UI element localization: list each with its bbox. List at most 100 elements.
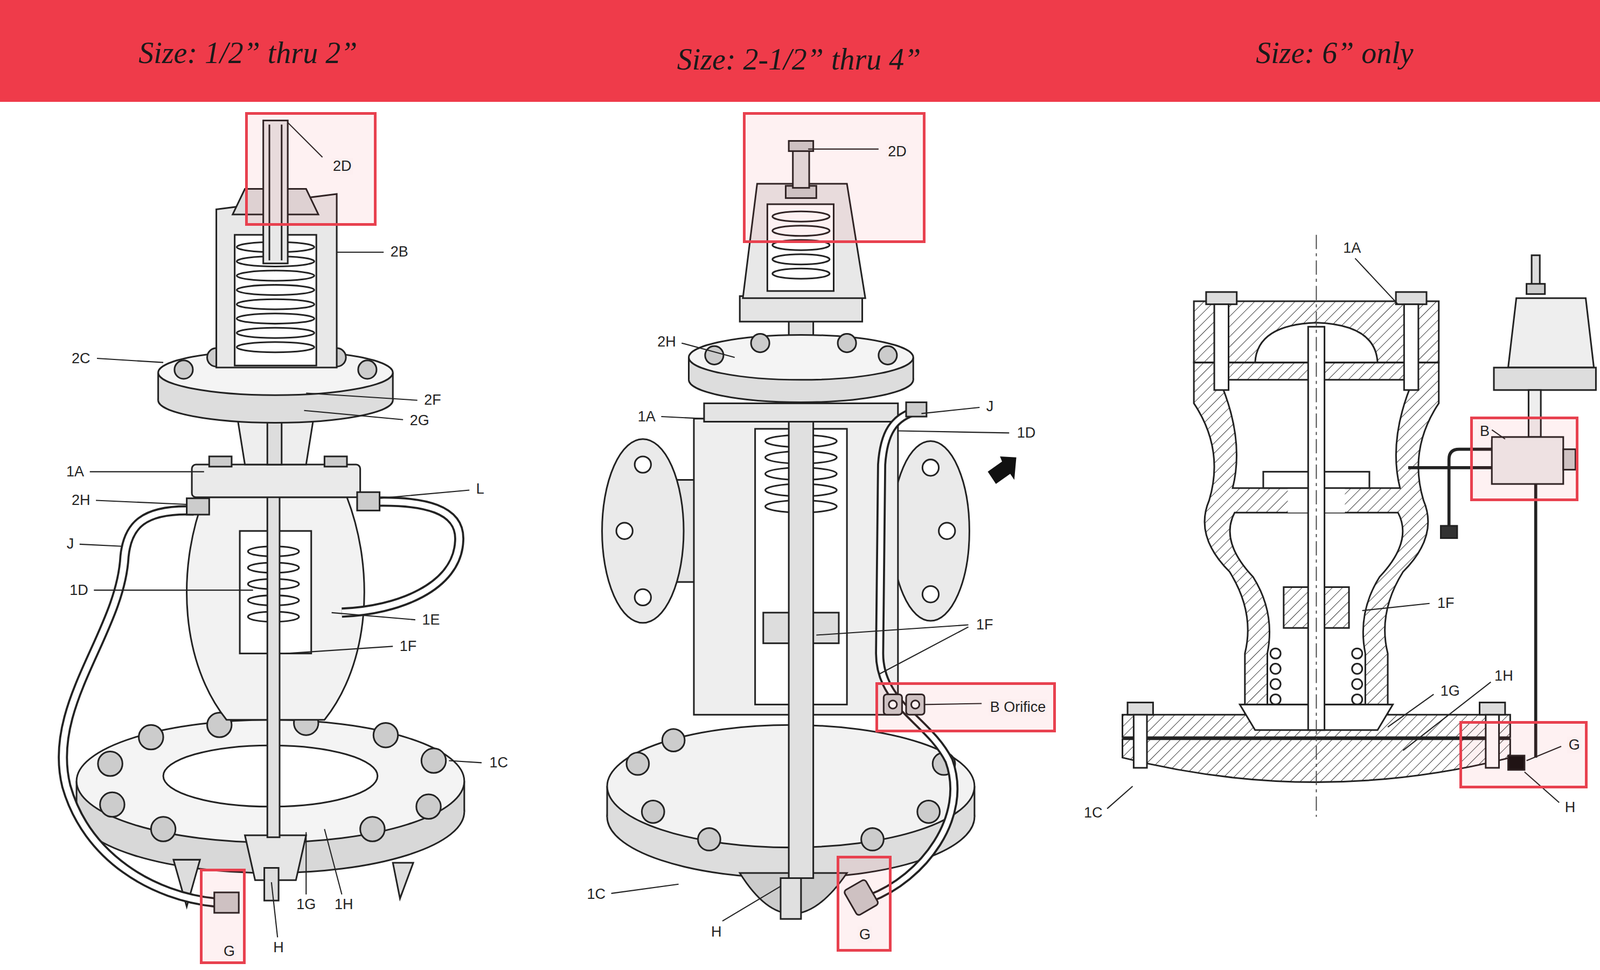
drawing-part — [1531, 255, 1540, 287]
drawing-part — [1206, 291, 1237, 305]
drawing-part — [236, 270, 315, 281]
drawing-part — [869, 410, 955, 899]
callout-label: 1C — [487, 754, 510, 771]
drawing-part — [138, 724, 164, 749]
drawing-part — [837, 334, 857, 353]
drawing-part — [739, 295, 862, 322]
callout-label: 2H — [70, 491, 93, 509]
callout-label: 2B — [388, 243, 410, 261]
drawing-part — [616, 456, 651, 606]
highlight-box: 2D — [245, 112, 377, 226]
drawing-part — [662, 728, 685, 752]
drawing-part — [448, 760, 482, 763]
drawing-part — [1395, 291, 1427, 305]
small-valve-drawing — [63, 120, 465, 913]
callout-label: J — [65, 535, 76, 553]
callout-label: 2D — [886, 143, 909, 160]
callout-label: 2H — [655, 333, 678, 351]
drawing-part — [772, 254, 830, 265]
drawing-part — [922, 459, 956, 603]
drawing-part — [392, 862, 414, 899]
drawing-part — [373, 722, 398, 747]
drawing-part — [922, 459, 939, 476]
highlight-box: B Orifice — [875, 682, 1056, 733]
callout-label: 1F — [398, 637, 419, 655]
drawing-part — [705, 334, 897, 365]
drawing-part — [95, 499, 187, 505]
drawing-part — [616, 522, 633, 539]
callout-label: G — [221, 942, 237, 960]
drawing-part — [379, 489, 470, 498]
drawing-part — [861, 828, 885, 851]
drawing-part — [704, 402, 899, 422]
callout-label: B — [1478, 422, 1492, 440]
drawing-part — [1479, 702, 1505, 715]
drawing-part — [626, 752, 650, 775]
drawing-part — [305, 831, 307, 895]
drawing-part — [921, 407, 980, 414]
drawing-part — [1352, 678, 1363, 690]
drawing-part — [750, 334, 770, 353]
callout-label: 1D — [1015, 424, 1038, 442]
highlight-box: G — [1459, 720, 1589, 789]
callout-label: 1C — [585, 885, 608, 903]
callout-label: 1E — [420, 611, 442, 629]
drawing-part — [906, 402, 927, 417]
drawing-part — [63, 510, 217, 903]
drawing-part — [1508, 297, 1595, 368]
highlight-box: G — [199, 868, 246, 964]
callout-label: J — [984, 398, 996, 415]
drawing-part — [1493, 367, 1596, 391]
drawing-part — [305, 392, 417, 400]
drawing-part — [611, 884, 679, 894]
callout-label: 1F — [974, 616, 996, 633]
drawing-part — [869, 410, 955, 899]
drawing-part — [641, 800, 665, 823]
drawing-part — [1270, 678, 1281, 690]
drawing-part — [209, 456, 232, 467]
drawing-part — [772, 268, 830, 279]
drawing-part — [689, 334, 914, 380]
drawing-part — [303, 410, 403, 420]
drawing-part — [236, 327, 315, 338]
drawing-part — [236, 298, 315, 310]
drawing-part — [922, 586, 939, 603]
callout-label: H — [271, 938, 286, 956]
drawing-part — [1214, 304, 1229, 391]
drawing-part — [89, 470, 205, 472]
drawing-part — [722, 886, 781, 921]
drawing-part — [816, 624, 969, 636]
callout-label: 1C — [1082, 804, 1105, 822]
highlight-box: B — [1470, 416, 1579, 502]
callout-label: 1A — [636, 408, 658, 426]
drawing-part — [917, 800, 941, 823]
drawing-part — [191, 464, 361, 498]
callout-label: H — [1563, 798, 1578, 816]
callout-label: 2D — [331, 157, 354, 175]
drawing-part — [342, 501, 460, 613]
drawing-part — [705, 345, 724, 365]
drawing-part — [1270, 663, 1281, 674]
drawing-part — [236, 313, 315, 324]
highlight-box: G — [836, 855, 892, 952]
medium-valve-drawing — [602, 140, 1017, 919]
drawing-part — [1354, 258, 1398, 304]
callout-label: 1H — [1492, 667, 1515, 685]
drawing-part — [96, 358, 164, 363]
drawing-part — [661, 416, 705, 419]
drawing-part — [878, 345, 897, 365]
callout-label: G — [1567, 736, 1582, 754]
drawing-part — [358, 360, 377, 379]
drawing-part — [93, 589, 253, 591]
callout-label: B Orifice — [988, 698, 1048, 716]
drawing-part — [1387, 693, 1434, 727]
drawing-part — [634, 588, 651, 605]
callout-label: 2F — [422, 391, 443, 409]
drawing-part — [1534, 483, 1538, 758]
drawing-part — [1270, 693, 1281, 705]
size-heading: Size: 6” only — [1255, 35, 1414, 71]
callout-label: 1H — [332, 895, 356, 913]
drawing-part — [100, 791, 125, 817]
drawing-part — [157, 372, 159, 401]
